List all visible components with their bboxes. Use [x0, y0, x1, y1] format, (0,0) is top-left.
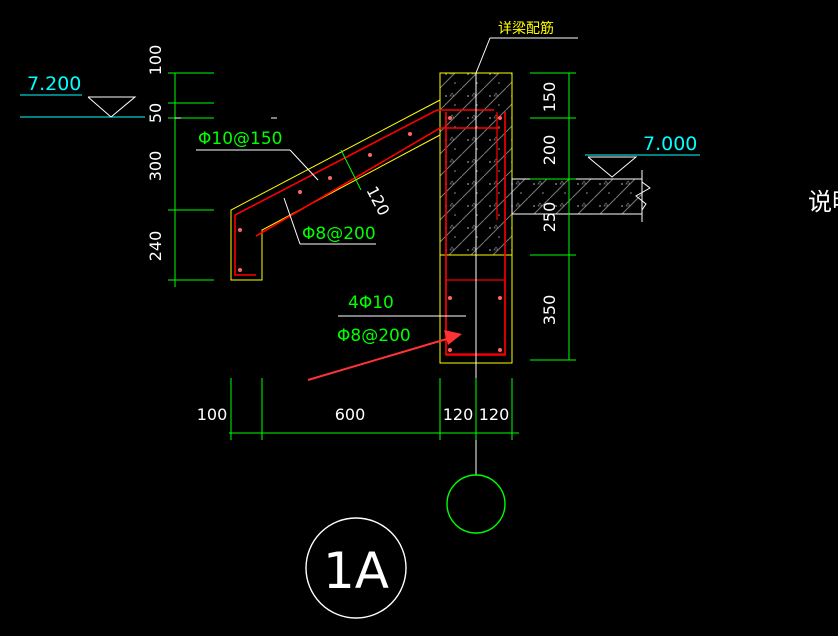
dim-bottom-100: 100	[197, 405, 228, 424]
dim-left-240: 240	[146, 231, 165, 262]
dimension-bottom-horizontal	[229, 378, 519, 440]
callout-slab-top-rebar: Φ10@150	[196, 129, 319, 181]
axis-bubble	[446, 474, 506, 534]
elevation-triangle	[87, 96, 137, 118]
section-mark-circle	[305, 517, 407, 619]
rebar-slab-bottom-text: Φ8@200	[302, 224, 376, 244]
rebar-dot	[238, 268, 242, 272]
dim-left-50: 50	[146, 103, 165, 123]
dim-bottom-600: 600	[335, 405, 366, 424]
rebar-beam-main-text: 4Φ10	[348, 293, 394, 313]
rebar-dot	[498, 116, 502, 120]
rebar-dot	[498, 296, 502, 300]
callout-leader	[289, 149, 319, 181]
dim-left-100: 100	[146, 45, 165, 76]
rebar-dot	[238, 228, 242, 232]
callout-beam-detail: 详梁配筋	[475, 20, 578, 74]
rebar-dot	[368, 153, 372, 157]
rebar-group	[234, 109, 506, 356]
dim-right-350: 350	[540, 295, 559, 326]
note-label-cut: 说明	[808, 188, 838, 216]
slab-top-rebar	[234, 109, 494, 276]
rebar-dots	[238, 116, 502, 352]
thickness-line	[340, 149, 362, 191]
rebar-slab-top-text: Φ10@150	[198, 129, 282, 149]
elevation-marker-right: 7.000	[585, 133, 700, 178]
elevation-triangle	[587, 156, 638, 178]
rebar-beam-stirrup-text: Φ8@200	[337, 326, 411, 346]
rebar-dot	[448, 296, 452, 300]
rebar-dot	[498, 348, 502, 352]
arrow-shaft	[307, 337, 451, 381]
section-mark-text: 1A	[323, 542, 389, 600]
rebar-dot	[328, 176, 332, 180]
dim-bottom-120b: 120	[479, 405, 510, 424]
elevation-marker-left: 7.200	[20, 73, 145, 118]
dim-left-300: 300	[146, 151, 165, 182]
callout-beam-rebar: 4Φ10 Φ8@200	[337, 293, 466, 346]
callout-leader	[283, 197, 301, 245]
rebar-dot	[298, 190, 302, 194]
break-line	[635, 170, 651, 222]
dimension-left-vertical	[168, 72, 214, 287]
callout-leader	[475, 37, 491, 74]
slab-bottom-rebar	[255, 127, 500, 237]
slab-thickness-text: 120	[362, 183, 393, 219]
dim-right-150: 150	[540, 82, 559, 113]
arrow-head	[444, 330, 462, 345]
callout-slab-bottom-rebar: Φ8@200	[283, 197, 376, 245]
floor-slab-hatched	[511, 178, 643, 215]
annotation-arrow	[307, 330, 462, 381]
callout-beam-detail-text: 详梁配筋	[498, 20, 554, 37]
floor-slab-right	[511, 170, 651, 222]
dim-bottom-120a: 120	[443, 405, 474, 424]
rebar-dot	[408, 132, 412, 136]
elevation-right-text: 7.000	[643, 133, 697, 155]
dim-right-250: 250	[540, 202, 559, 233]
rebar-dot	[448, 116, 452, 120]
elevation-left-text: 7.200	[27, 73, 81, 95]
section-mark: 1A	[305, 517, 407, 619]
dimension-right-vertical	[530, 72, 576, 361]
dim-right-200: 200	[540, 135, 559, 166]
rebar-dot	[448, 348, 452, 352]
